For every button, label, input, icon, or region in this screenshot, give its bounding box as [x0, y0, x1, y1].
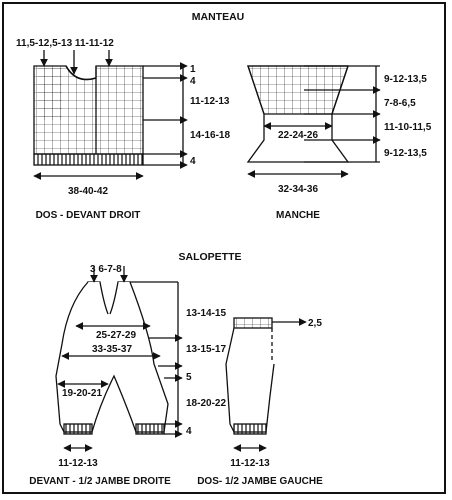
overall-leg-width: 19-20-21 [62, 388, 102, 399]
coat-height-rib: 4 [190, 156, 196, 167]
schematic-drawing: MANTEAU 11,5-12,5-13 11-11-12 1 4 11-12-… [16, 11, 432, 487]
coat-height-armhole: 11-12-13 [190, 96, 230, 107]
overall-height-hem: 4 [186, 426, 192, 437]
overall-height-bib: 13-14-15 [186, 308, 226, 319]
coat-height-body: 14-16-18 [190, 130, 230, 141]
sleeve-measure-2: 7-8-6,5 [384, 98, 416, 109]
coat-sleeve-piece [246, 65, 381, 178]
sleeve-caption: MANCHE [276, 210, 320, 221]
coat-height-rib-top: 1 [190, 64, 196, 75]
overall-height-crotch: 5 [186, 372, 192, 383]
coat-width: 38-40-42 [68, 186, 108, 197]
overall-front-hem-width: 11-12-13 [58, 458, 98, 469]
sleeve-measure-3: 11-10-11,5 [384, 122, 432, 133]
coat-height-shoulder: 4 [190, 76, 196, 87]
coat-top-measures: 11,5-12,5-13 11-11-12 [16, 38, 114, 49]
overall-bib-width: 25-27-29 [96, 330, 136, 341]
overall-back-piece [225, 317, 307, 452]
overall-back-waistband: 2,5 [308, 318, 322, 329]
overall-height-hip: 13-15-17 [186, 344, 226, 355]
overall-back-caption: DOS- 1/2 JAMBE GAUCHE [197, 476, 323, 487]
coat-back-front-piece [33, 50, 188, 180]
overall-back-hem-width: 11-12-13 [230, 458, 270, 469]
sleeve-bottom-width: 32-34-36 [278, 184, 318, 195]
coat-back-front-caption: DOS - DEVANT DROIT [36, 210, 141, 221]
overall-front-piece [55, 266, 183, 452]
sleeve-inner-width: 22-24-26 [278, 130, 318, 141]
overall-height-leg: 18-20-22 [186, 398, 226, 409]
sleeve-measure-4: 9-12-13,5 [384, 148, 427, 159]
overall-hip-width: 33-35-37 [92, 344, 132, 355]
overall-strap-measures: 3 6-7-8 [90, 264, 122, 275]
overall-front-caption: DEVANT - 1/2 JAMBE DROITE [29, 476, 171, 487]
sleeve-measure-1: 9-12-13,5 [384, 74, 427, 85]
overall-title: SALOPETTE [178, 251, 241, 263]
coat-title: MANTEAU [192, 11, 245, 23]
pattern-sheet: MANTEAU 11,5-12,5-13 11-11-12 1 4 11-12-… [2, 2, 446, 494]
